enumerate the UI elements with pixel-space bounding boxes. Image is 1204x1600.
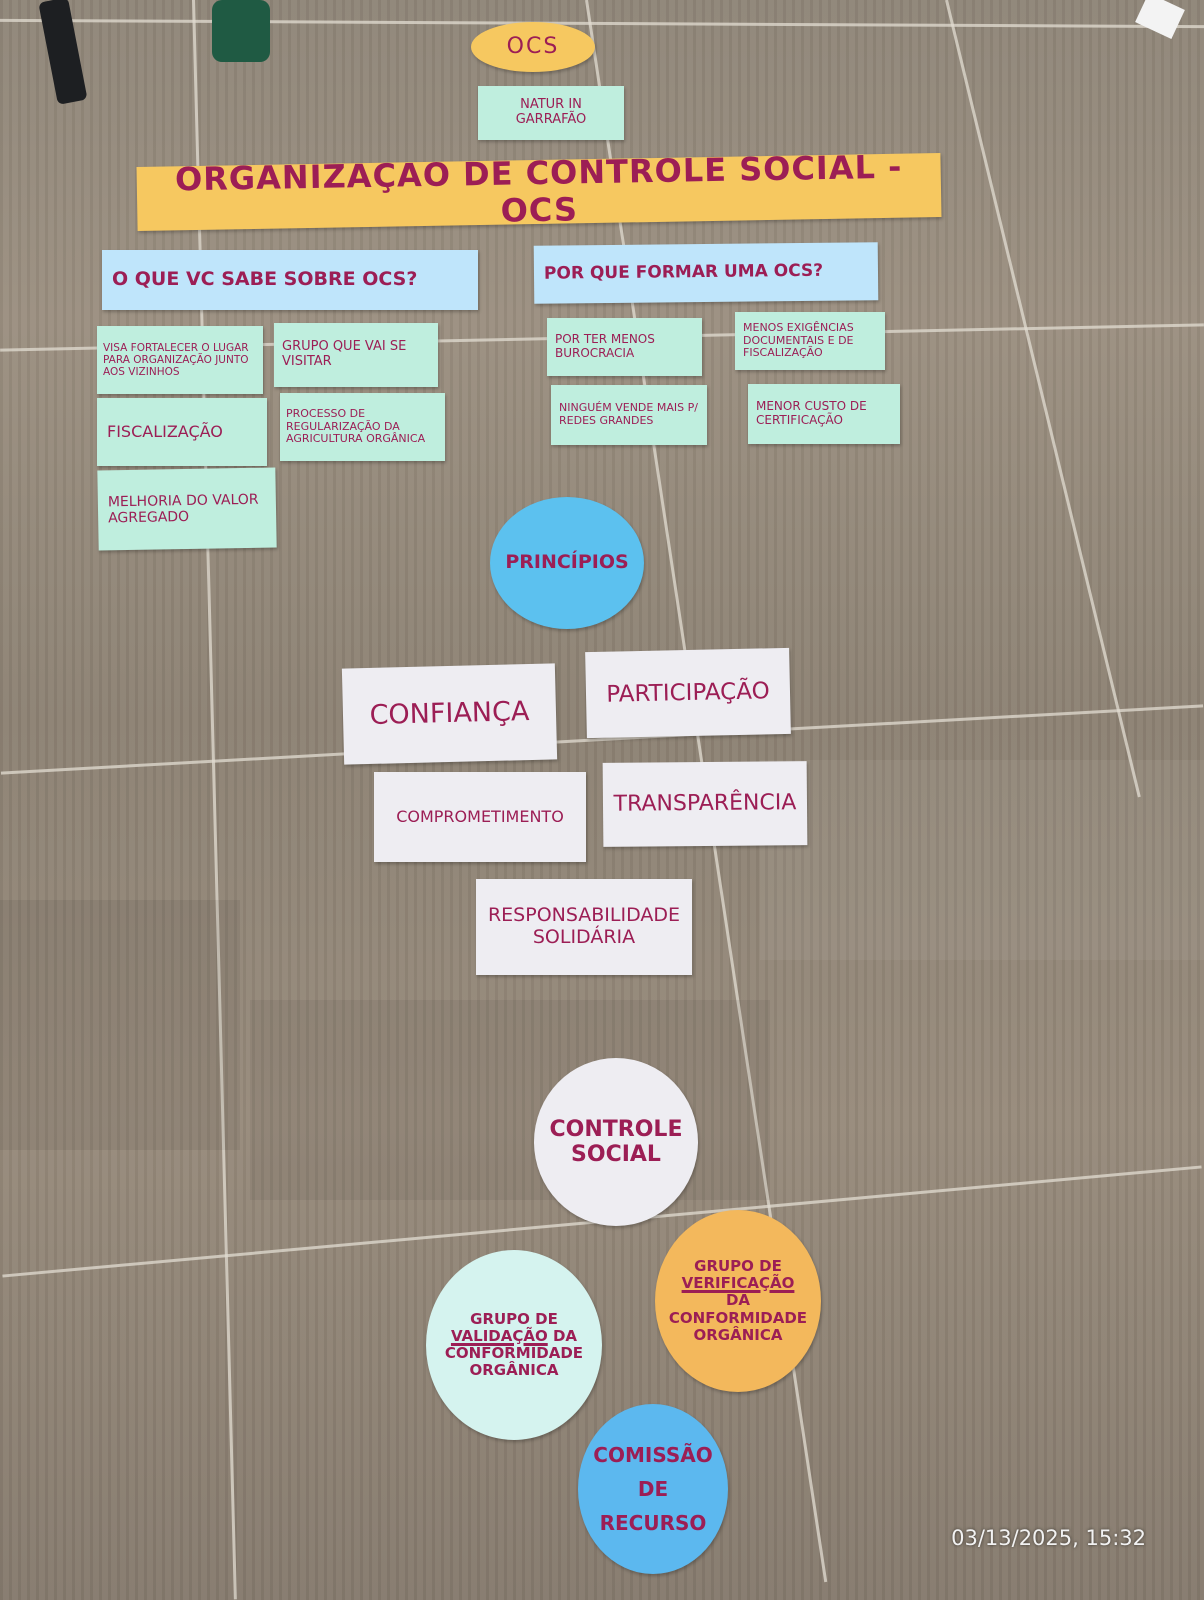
principle-transparencia-text: TRANSPARÊNCIA [613,790,797,818]
chair-foot [212,0,270,62]
left-card-5: MELHORIA DO VALOR AGREGADO [97,467,277,551]
left-card-4: PROCESSO DE REGULARIZAÇÃO DA AGRICULTURA… [280,393,445,461]
verificacao-circle: GRUPO DE VERIFICAÇÃO DA CONFORMIDADE ORG… [655,1210,821,1392]
right-card-2-text: MENOS EXIGÊNCIAS DOCUMENTAIS E DE FISCAL… [743,321,854,360]
right-card-2: MENOS EXIGÊNCIAS DOCUMENTAIS E DE FISCAL… [735,312,885,370]
validacao-post: DA CONFORMIDADE ORGÂNICA [444,1326,584,1380]
principle-participacao: PARTICIPAÇÃO [585,647,791,739]
left-card-2-text: GRUPO QUE VAI SE VISITAR [282,339,407,369]
question-left-card: O QUE VC SABE SOBRE OCS? [102,250,478,310]
question-right: POR QUE FORMAR UMA OCS? [543,260,824,284]
validacao-word: VALIDAÇÃO [450,1326,548,1345]
right-card-3-text: NINGUÉM VENDE MAIS P/ REDES GRANDES [559,401,698,427]
principle-responsabilidade-text: RESPONSABILIDADE SOLIDÁRIA [487,904,681,948]
verificacao-post: DA CONFORMIDADE ORGÂNICA [668,1291,808,1344]
validacao-text: GRUPO DE VALIDAÇÃO DA CONFORMIDADE ORGÂN… [440,1309,588,1380]
principle-confianca-text: CONFIANÇA [369,696,530,732]
principle-comprometimento-text: COMPROMETIMENTO [396,806,564,826]
verificacao-word: VERIFICAÇÃO [681,1274,795,1293]
ocs-oval: OCS [471,22,595,72]
right-card-3: NINGUÉM VENDE MAIS P/ REDES GRANDES [551,385,707,445]
principle-comprometimento: COMPROMETIMENTO [374,772,586,862]
right-card-1: POR TER MENOS BUROCRACIA [547,318,702,376]
left-card-3: FISCALIZAÇÃO [97,398,267,466]
validacao-circle: GRUPO DE VALIDAÇÃO DA CONFORMIDADE ORGÂN… [426,1250,602,1440]
controle-social-circle: CONTROLE SOCIAL [534,1058,698,1226]
left-card-1-text: VISA FORTALECER O LUGAR PARA ORGANIZAÇÃO… [103,341,249,379]
principles-circle: PRINCÍPIOS [490,497,644,629]
principles-title: PRINCÍPIOS [505,551,629,574]
right-card-4: MENOR CUSTO DE CERTIFICAÇÃO [748,384,900,444]
principle-transparencia: TRANSPARÊNCIA [602,761,808,847]
left-card-4-text: PROCESSO DE REGULARIZAÇÃO DA AGRICULTURA… [286,407,426,446]
verificacao-pre: GRUPO DE [694,1256,782,1275]
left-card-5-text: MELHORIA DO VALOR AGREGADO [107,491,259,527]
question-right-card: POR QUE FORMAR UMA OCS? [533,242,879,304]
right-card-1-text: POR TER MENOS BUROCRACIA [555,332,655,360]
principle-responsabilidade: RESPONSABILIDADE SOLIDÁRIA [476,879,692,975]
principle-confianca: CONFIANÇA [341,663,558,765]
validacao-pre: GRUPO DE [470,1309,558,1328]
natur-label: NATUR IN GARRAFÃO [515,97,587,127]
left-card-2: GRUPO QUE VAI SE VISITAR [274,323,438,387]
natur-card: NATUR IN GARRAFÃO [478,86,624,140]
comissao-text: COMISSÃO DE RECURSO [593,1443,713,1535]
question-left: O QUE VC SABE SOBRE OCS? [112,268,418,291]
comissao-circle: COMISSÃO DE RECURSO [578,1404,728,1574]
controle-social-text: CONTROLE SOCIAL [549,1116,683,1167]
principle-participacao-text: PARTICIPAÇÃO [606,678,770,708]
left-card-3-text: FISCALIZAÇÃO [107,421,223,441]
photo-timestamp: 03/13/2025, 15:32 [951,1526,1146,1550]
right-card-4-text: MENOR CUSTO DE CERTIFICAÇÃO [756,399,867,427]
left-card-1: VISA FORTALECER O LUGAR PARA ORGANIZAÇÃO… [97,326,263,394]
ocs-label: OCS [506,34,560,60]
verificacao-text: GRUPO DE VERIFICAÇÃO DA CONFORMIDADE ORG… [667,1256,809,1344]
